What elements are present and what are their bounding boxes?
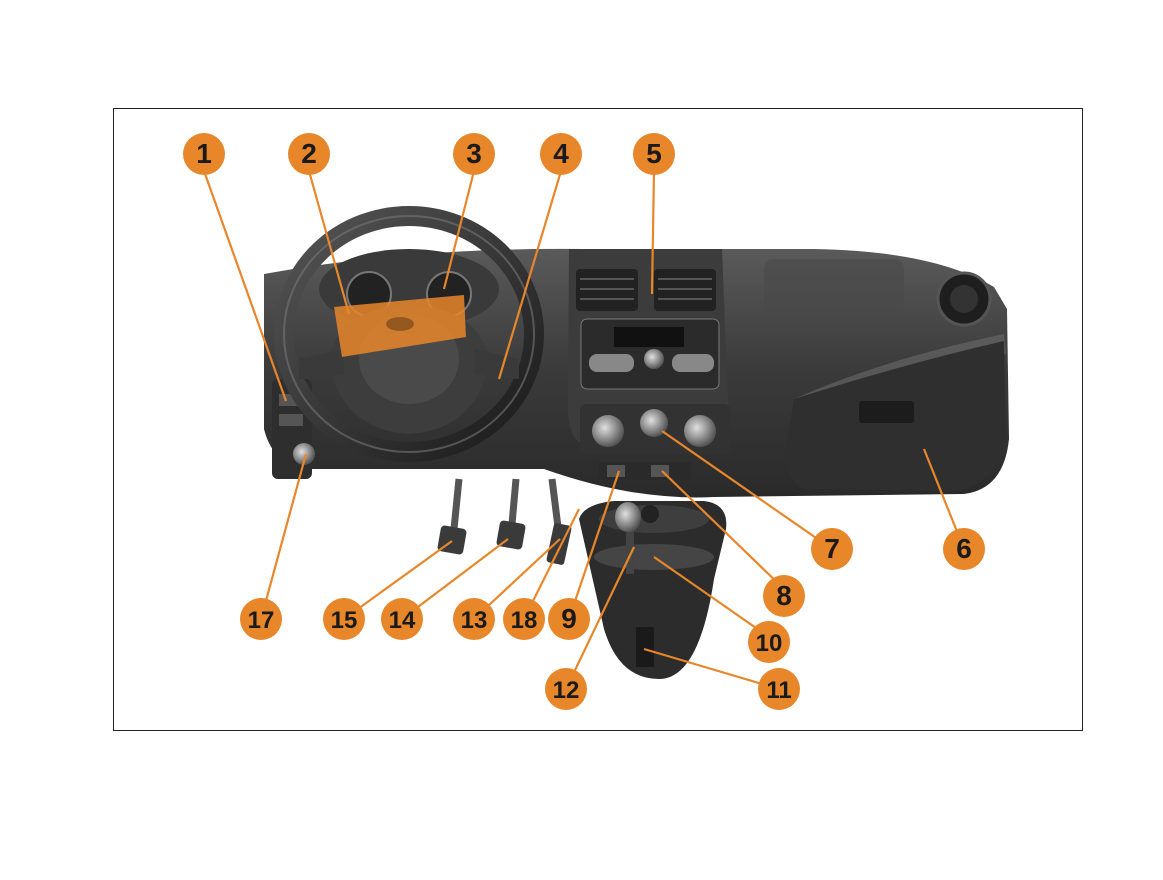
callout-2: 2 bbox=[288, 133, 330, 175]
callout-15: 15 bbox=[323, 598, 365, 640]
callout-label-4: 4 bbox=[553, 138, 569, 169]
callout-18: 18 bbox=[503, 598, 545, 640]
callout-label-3: 3 bbox=[466, 138, 482, 169]
callout-13: 13 bbox=[453, 598, 495, 640]
callout-9: 9 bbox=[548, 598, 590, 640]
callout-6: 6 bbox=[943, 528, 985, 570]
callout-label-18: 18 bbox=[511, 607, 538, 634]
callout-label-15: 15 bbox=[331, 607, 358, 634]
callout-label-6: 6 bbox=[956, 533, 972, 564]
pedals bbox=[437, 479, 572, 565]
callout-8: 8 bbox=[763, 575, 805, 617]
callout-label-17: 17 bbox=[248, 607, 275, 634]
callout-4: 4 bbox=[540, 133, 582, 175]
callout-label-2: 2 bbox=[301, 138, 317, 169]
callout-5: 5 bbox=[633, 133, 675, 175]
callout-10: 10 bbox=[748, 621, 790, 663]
callout-label-11: 11 bbox=[766, 677, 791, 704]
callout-label-5: 5 bbox=[646, 138, 662, 169]
callout-14: 14 bbox=[381, 598, 423, 640]
callout-12: 12 bbox=[545, 668, 587, 710]
callout-label-9: 9 bbox=[561, 603, 577, 634]
callout-11: 11 bbox=[758, 668, 800, 710]
center-console bbox=[568, 249, 730, 480]
callout-label-7: 7 bbox=[824, 533, 840, 564]
callout-label-14: 14 bbox=[389, 607, 416, 634]
callout-label-12: 12 bbox=[553, 677, 580, 704]
callout-label-1: 1 bbox=[196, 138, 212, 169]
callout-3: 3 bbox=[453, 133, 495, 175]
callout-1: 1 bbox=[183, 133, 225, 175]
callout-label-8: 8 bbox=[776, 580, 792, 611]
callout-17: 17 bbox=[240, 598, 282, 640]
callout-7: 7 bbox=[811, 528, 853, 570]
callout-label-13: 13 bbox=[461, 607, 488, 634]
callout-label-10: 10 bbox=[756, 630, 783, 657]
